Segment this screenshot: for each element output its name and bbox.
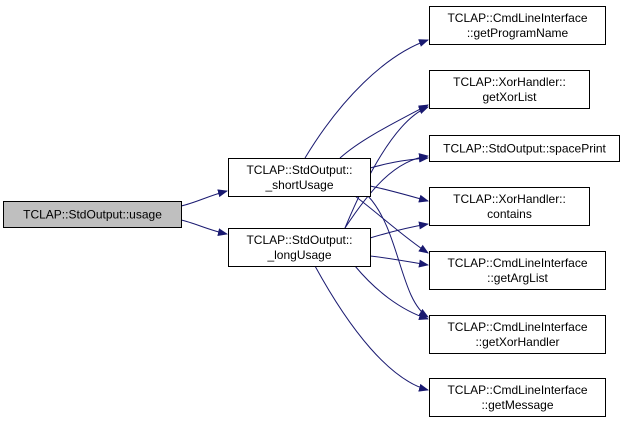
edge-longUsage-to-contains xyxy=(369,221,429,239)
node-label-line: getXorList xyxy=(482,90,537,104)
edge-longUsage-to-getArgList xyxy=(369,255,429,268)
node-contains[interactable]: TCLAP::XorHandler::contains xyxy=(429,187,590,226)
node-label-line: TCLAP::StdOutput:: xyxy=(246,163,352,177)
edge-shortUsage-to-getArgList xyxy=(354,195,429,254)
edge-usage-to-shortUsage xyxy=(180,189,228,207)
node-box xyxy=(429,187,590,226)
edge-shortUsage-to-getProgramName xyxy=(304,39,429,159)
edge-longUsage-to-getXorList xyxy=(344,106,429,229)
edge-longUsage-to-getMessage xyxy=(314,265,429,392)
edges-layer xyxy=(180,39,429,392)
nodes-layer: TCLAP::StdOutput::usageTCLAP::StdOutput:… xyxy=(3,6,620,417)
node-box xyxy=(429,378,606,417)
node-box xyxy=(429,135,620,162)
node-getMessage[interactable]: TCLAP::CmdLineInterface::getMessage xyxy=(429,378,606,417)
node-getProgramName[interactable]: TCLAP::CmdLineInterface::getProgramName xyxy=(429,6,606,45)
node-label-line: ::getMessage xyxy=(481,398,553,412)
node-label-line: TCLAP::StdOutput::spacePrint xyxy=(443,142,606,156)
node-box xyxy=(429,6,606,45)
node-box xyxy=(228,228,371,267)
edge-shortUsage-to-contains xyxy=(369,185,429,203)
node-label-line: _longUsage xyxy=(266,248,331,262)
node-spacePrint[interactable]: TCLAP::StdOutput::spacePrint xyxy=(429,135,620,162)
edge-shortUsage-to-getXorList xyxy=(339,104,429,159)
node-label-line: TCLAP::StdOutput:: xyxy=(246,233,352,247)
node-label-line: ::getArgList xyxy=(487,271,548,285)
node-box xyxy=(228,158,371,197)
node-longUsage[interactable]: TCLAP::StdOutput::_longUsage xyxy=(228,228,371,267)
node-box xyxy=(3,201,182,228)
node-label-line: TCLAP::XorHandler:: xyxy=(453,192,566,206)
node-label-line: ::getProgramName xyxy=(467,26,569,40)
node-getXorHandler[interactable]: TCLAP::CmdLineInterface::getXorHandler xyxy=(429,315,606,354)
node-box xyxy=(429,251,606,290)
node-label-line: TCLAP::StdOutput::usage xyxy=(23,208,162,222)
node-shortUsage[interactable]: TCLAP::StdOutput::_shortUsage xyxy=(228,158,371,197)
edge-shortUsage-to-getXorHandler xyxy=(367,195,429,318)
node-label-line: TCLAP::CmdLineInterface xyxy=(447,383,587,397)
node-getXorList[interactable]: TCLAP::XorHandler::getXorList xyxy=(429,70,590,109)
edge-usage-to-longUsage xyxy=(180,219,228,237)
node-usage[interactable]: TCLAP::StdOutput::usage xyxy=(3,201,182,228)
edge-longUsage-to-spacePrint xyxy=(344,153,429,229)
node-label-line: _shortUsage xyxy=(264,178,333,192)
edge-longUsage-to-getXorHandler xyxy=(354,265,429,321)
node-label-line: TCLAP::CmdLineInterface xyxy=(447,256,587,270)
node-box xyxy=(429,315,606,354)
node-label-line: contains xyxy=(487,207,532,221)
node-label-line: TCLAP::CmdLineInterface xyxy=(447,320,587,334)
node-box xyxy=(429,70,590,109)
node-label-line: TCLAP::CmdLineInterface xyxy=(447,11,587,25)
node-label-line: ::getXorHandler xyxy=(475,335,559,349)
node-label-line: TCLAP::XorHandler:: xyxy=(453,75,566,89)
node-getArgList[interactable]: TCLAP::CmdLineInterface::getArgList xyxy=(429,251,606,290)
